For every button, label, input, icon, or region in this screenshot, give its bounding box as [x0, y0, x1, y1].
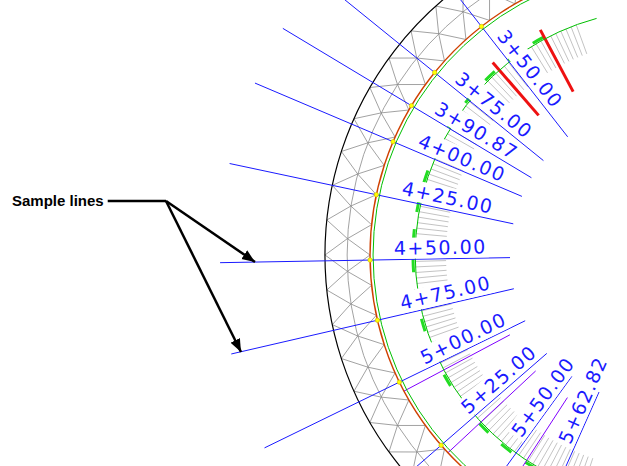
grading-hatch: [542, 443, 557, 466]
surface-triangle: [325, 220, 347, 255]
grading-hatch: [571, 27, 582, 56]
grading-hatch: [418, 217, 449, 222]
centerline-marker: [397, 380, 401, 384]
grading-hatch: [416, 228, 447, 231]
surface-triangle: [341, 359, 367, 392]
surface-triangle: [368, 137, 395, 165]
grading-hatch: [431, 169, 460, 180]
grading-hatch: [557, 449, 570, 466]
surface-triangle: [411, 6, 439, 34]
centerline-marker: [432, 70, 436, 74]
grading-hatch: [566, 29, 578, 58]
grading-hatch: [576, 25, 587, 54]
grading-hatch: [538, 440, 554, 466]
grading-hatch: [415, 260, 446, 262]
centerline-marker: [479, 24, 483, 28]
surface-triangle: [327, 290, 351, 325]
centerline-arc: [370, 0, 585, 466]
surface-triangle: [327, 185, 351, 220]
grading-hatch: [415, 265, 446, 267]
station-text: 4+50.00: [392, 236, 489, 259]
grading-hatch: [448, 362, 475, 378]
centerline-marker: [375, 318, 379, 322]
surface-triangle: [341, 119, 367, 152]
centerline-marker: [391, 139, 395, 143]
surface-triangle: [368, 345, 395, 373]
grading-hatch: [578, 457, 588, 466]
grading-hatch: [426, 318, 456, 327]
station-label: 4+75.00: [396, 272, 495, 314]
grading-hatch: [556, 33, 569, 61]
surface-triangle: [463, 12, 490, 40]
edge-segment: [424, 171, 428, 183]
surface-triangle: [370, 423, 398, 452]
centerline-marker: [439, 443, 443, 447]
grading-hatch: [419, 212, 450, 217]
surface-triangle: [347, 225, 371, 255]
leader-hook: [108, 201, 166, 202]
station-text: 4+25.00: [398, 178, 497, 219]
sample-line: [220, 258, 510, 263]
callout-label: Sample lines: [12, 192, 104, 210]
surface-triangle: [397, 85, 425, 110]
sample-lines: [220, 0, 599, 466]
grading-hatch: [416, 270, 447, 272]
grading-hatch: [583, 458, 593, 466]
surface-triangle: [389, 452, 417, 466]
station-text: 4+75.00: [396, 272, 495, 314]
grading-hatch: [416, 234, 447, 237]
centerline-marker: [409, 103, 413, 107]
leader-line: [166, 201, 255, 262]
centerline-marker: [374, 193, 378, 197]
grading-hatch: [562, 451, 574, 466]
centerline-marker: [368, 258, 372, 262]
offset-arc: [347, 0, 579, 466]
grading-hatch: [573, 455, 584, 466]
grading-hatch: [424, 313, 454, 321]
sample-line: [389, 0, 568, 137]
surface-triangle: [347, 255, 371, 285]
callout-text: Sample lines: [12, 193, 104, 210]
leader-line: [166, 201, 241, 352]
surface-triangle: [389, 31, 417, 58]
grading-hatch: [429, 174, 458, 184]
grading-hatch: [445, 358, 472, 373]
grading-hatch: [533, 438, 549, 464]
grading-hatch: [416, 275, 447, 278]
grading-hatch: [561, 31, 574, 59]
grading-hatch: [417, 223, 448, 227]
station-label: 5+00.00: [415, 308, 511, 369]
grading-hatch: [547, 445, 561, 466]
alignment-offset-arc: [373, 0, 586, 466]
station-text: 5+00.00: [415, 308, 511, 369]
leader-line: [108, 200, 166, 203]
station-label: 4+50.00: [392, 236, 489, 259]
station-label: 4+25.00: [398, 178, 497, 219]
edge-segment: [412, 259, 416, 272]
surface-triangle: [417, 425, 445, 452]
